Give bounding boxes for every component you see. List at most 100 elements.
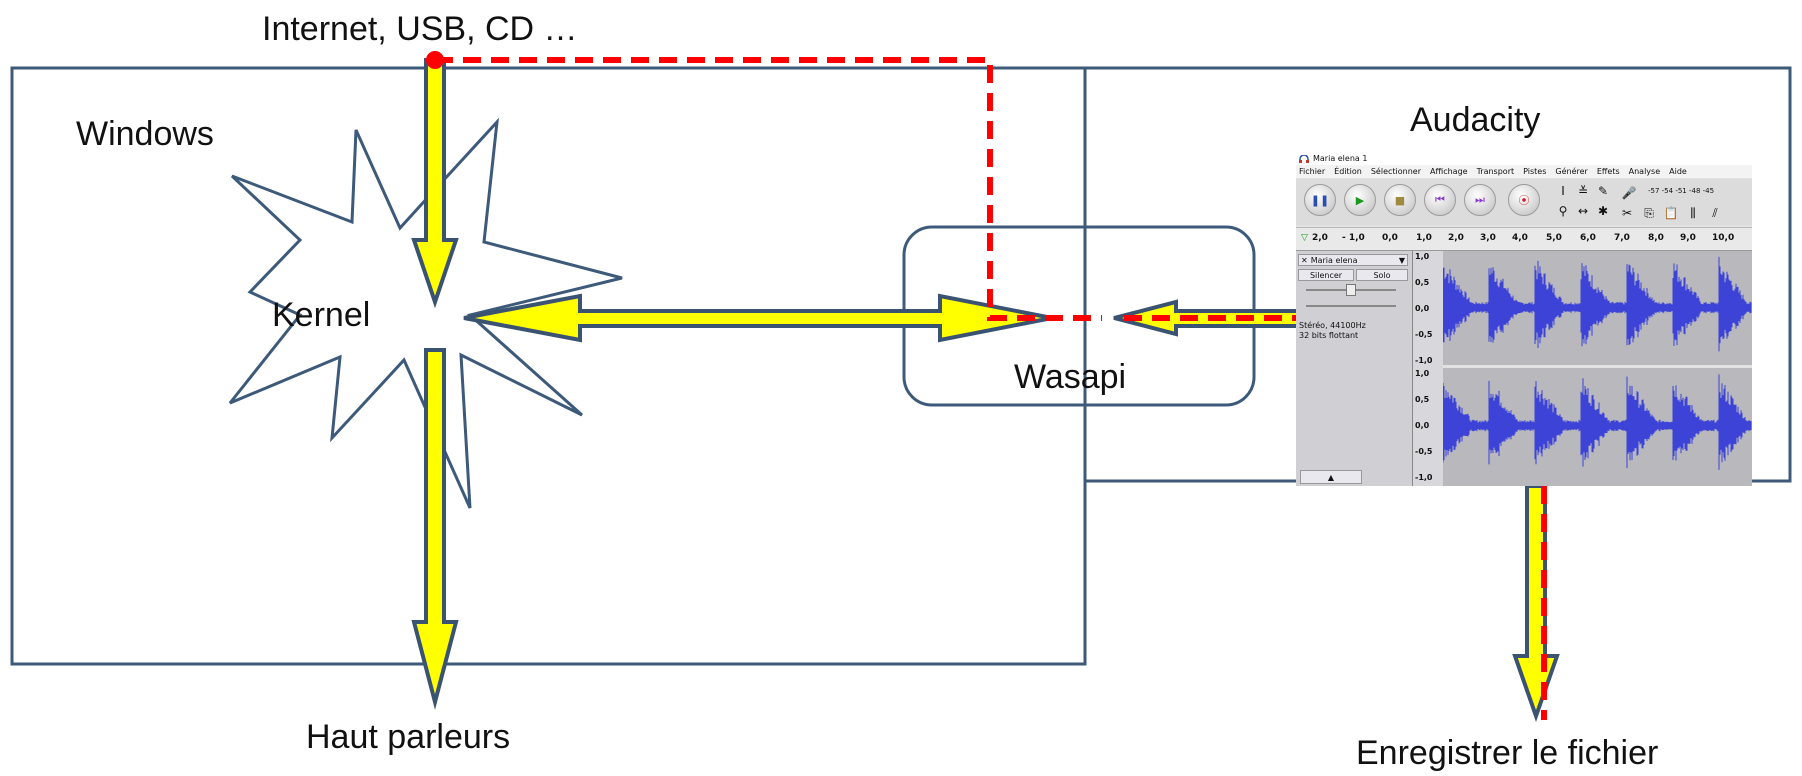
menu-item-generate[interactable]: Générer xyxy=(1555,167,1588,176)
stop-button[interactable]: ■ xyxy=(1384,184,1416,216)
ruler-tick: 1,0 xyxy=(1416,233,1432,243)
audacity-toolbar: ❚❚ ▶ ■ ⏮ ⏭ ⦿ I ≚ ✎ ⚲ ↔ ✱ 🎤 -57 -54 -51 -… xyxy=(1296,179,1752,225)
scale-label: 0,0 xyxy=(1415,304,1430,313)
arrow-source-to-kernel xyxy=(411,58,459,309)
ruler-tick: 7,0 xyxy=(1614,233,1630,243)
left-channel-waveform xyxy=(1443,256,1752,352)
scale-label: -0,5 xyxy=(1415,447,1433,456)
mute-button[interactable]: Silencer xyxy=(1298,269,1354,281)
zoom-tool-icon[interactable]: ⚲ xyxy=(1558,204,1568,218)
ruler-tick: 4,0 xyxy=(1512,233,1528,243)
channel-separator xyxy=(1443,365,1752,368)
ruler-tick: 2,0 xyxy=(1448,233,1464,243)
audacity-title: Maria elena 1 xyxy=(1313,154,1368,163)
waveform-display[interactable] xyxy=(1443,251,1752,486)
save-file-label: Enregistrer le fichier xyxy=(1356,734,1659,772)
dashed-data-path-1 xyxy=(435,57,1102,321)
chevron-up-icon: ▲ xyxy=(1327,472,1335,482)
tools-toolbar: I ≚ ✎ ⚲ ↔ ✱ xyxy=(1554,183,1614,221)
ruler-tick: 5,0 xyxy=(1546,233,1562,243)
timeline-ruler[interactable]: ▽ 2,0 - 1,0 0,0 1,0 2,0 3,0 4,0 5,0 6,0 … xyxy=(1296,227,1752,251)
track-format: Stéréo, 44100Hz xyxy=(1299,321,1366,330)
chevron-down-icon: ▼ xyxy=(1398,255,1405,265)
gain-slider-handle[interactable] xyxy=(1346,284,1356,296)
pause-button[interactable]: ❚❚ xyxy=(1304,184,1336,216)
scale-label: -0,5 xyxy=(1415,330,1433,339)
cut-icon[interactable]: ✂ xyxy=(1621,206,1633,220)
menu-item-file[interactable]: Fichier xyxy=(1299,167,1326,176)
play-icon: ▶ xyxy=(1355,193,1365,207)
menu-item-help[interactable]: Aide xyxy=(1669,167,1687,176)
ruler-tick: 9,0 xyxy=(1680,233,1696,243)
timeshift-tool-icon[interactable]: ↔ xyxy=(1577,204,1589,218)
play-button[interactable]: ▶ xyxy=(1344,184,1376,216)
kernel-star-icon xyxy=(228,117,623,509)
close-icon[interactable]: ✕ xyxy=(1301,255,1308,265)
ruler-tick: 0,0 xyxy=(1382,233,1398,243)
track-name-dropdown[interactable]: ✕ Maria elena ▼ xyxy=(1298,254,1408,266)
menu-item-transport[interactable]: Transport xyxy=(1476,167,1515,176)
arrow-audacity-to-save xyxy=(1512,484,1560,723)
scale-label: -1,0 xyxy=(1415,473,1433,482)
audacity-label: Audacity xyxy=(1410,101,1541,139)
record-icon: ⦿ xyxy=(1518,194,1530,207)
skip-start-icon: ⏮ xyxy=(1435,193,1445,206)
skip-end-icon: ⏭ xyxy=(1475,193,1485,206)
meter-scale: -57 -54 -51 -48 -45 xyxy=(1648,187,1715,195)
collapse-button[interactable]: ▲ xyxy=(1300,470,1362,484)
record-button[interactable]: ⦿ xyxy=(1508,184,1540,216)
select-tool-icon[interactable]: I xyxy=(1561,184,1565,198)
windows-box xyxy=(10,66,1087,666)
track-control-panel: ✕ Maria elena ▼ Silencer Solo Stéréo, 44… xyxy=(1296,251,1413,486)
skip-end-button[interactable]: ⏭ xyxy=(1464,184,1496,216)
menu-item-edit[interactable]: Édition xyxy=(1334,167,1362,176)
headphones-icon xyxy=(1299,154,1309,163)
menu-item-view[interactable]: Affichage xyxy=(1430,167,1468,176)
scale-label: 1,0 xyxy=(1415,369,1430,378)
scale-label: 0,0 xyxy=(1415,421,1430,430)
audacity-titlebar: Maria elena 1 xyxy=(1296,152,1752,165)
playhead-marker-icon: ▽ xyxy=(1301,233,1308,243)
ruler-tick: - 1,0 xyxy=(1342,233,1365,243)
stop-icon: ■ xyxy=(1394,193,1406,207)
envelope-tool-icon[interactable]: ≚ xyxy=(1577,184,1589,198)
track-name: Maria elena xyxy=(1310,255,1358,265)
arrow-kernel-wasapi xyxy=(463,293,1053,343)
windows-label: Windows xyxy=(76,115,214,153)
pause-icon: ❚❚ xyxy=(1310,193,1330,207)
audacity-menubar: Fichier Édition Sélectionner Affichage T… xyxy=(1296,165,1752,178)
scale-label: 1,0 xyxy=(1415,252,1430,261)
microphone-icon[interactable]: 🎤 xyxy=(1621,186,1637,200)
audacity-window: Maria elena 1 Fichier Édition Sélectionn… xyxy=(1296,152,1752,486)
scale-label: 0,5 xyxy=(1415,395,1430,404)
ruler-tick: 2,0 xyxy=(1312,233,1328,243)
ruler-tick: 3,0 xyxy=(1480,233,1496,243)
copy-icon[interactable]: ⎘ xyxy=(1644,205,1654,220)
menu-item-analyze[interactable]: Analyse xyxy=(1628,167,1661,176)
solo-button[interactable]: Solo xyxy=(1356,269,1408,281)
source-label: Internet, USB, CD … xyxy=(262,10,578,48)
speakers-label: Haut parleurs xyxy=(306,718,511,756)
scale-label: 0,5 xyxy=(1415,278,1430,287)
ruler-tick: 6,0 xyxy=(1580,233,1596,243)
kernel-label: Kernel xyxy=(272,296,371,334)
menu-item-tracks[interactable]: Pistes xyxy=(1523,167,1547,176)
ruler-tick: 10,0 xyxy=(1712,233,1735,243)
skip-start-button[interactable]: ⏮ xyxy=(1424,184,1456,216)
paste-icon[interactable]: 📋 xyxy=(1663,206,1679,220)
menu-item-effects[interactable]: Effets xyxy=(1596,167,1620,176)
track-bit-depth: 32 bits flottant xyxy=(1299,331,1359,340)
pan-slider[interactable] xyxy=(1306,305,1396,307)
trim-icon[interactable]: ⫼ xyxy=(1690,205,1696,220)
track-info: Stéréo, 44100Hz 32 bits flottant xyxy=(1299,321,1366,341)
wasapi-label: Wasapi xyxy=(1014,358,1127,396)
multi-tool-icon[interactable]: ✱ xyxy=(1597,204,1609,218)
ruler-tick: 8,0 xyxy=(1648,233,1664,243)
scale-label: -1,0 xyxy=(1415,356,1433,365)
arrow-kernel-to-speakers xyxy=(411,348,459,710)
draw-tool-icon[interactable]: ✎ xyxy=(1597,184,1609,198)
menu-item-select[interactable]: Sélectionner xyxy=(1370,167,1421,176)
silence-icon[interactable]: ⫽ xyxy=(1712,205,1718,220)
right-channel-waveform xyxy=(1443,374,1752,470)
amplitude-scale: 1,0 0,5 0,0 -0,5 -1,0 1,0 0,5 0,0 -0,5 -… xyxy=(1413,251,1443,486)
